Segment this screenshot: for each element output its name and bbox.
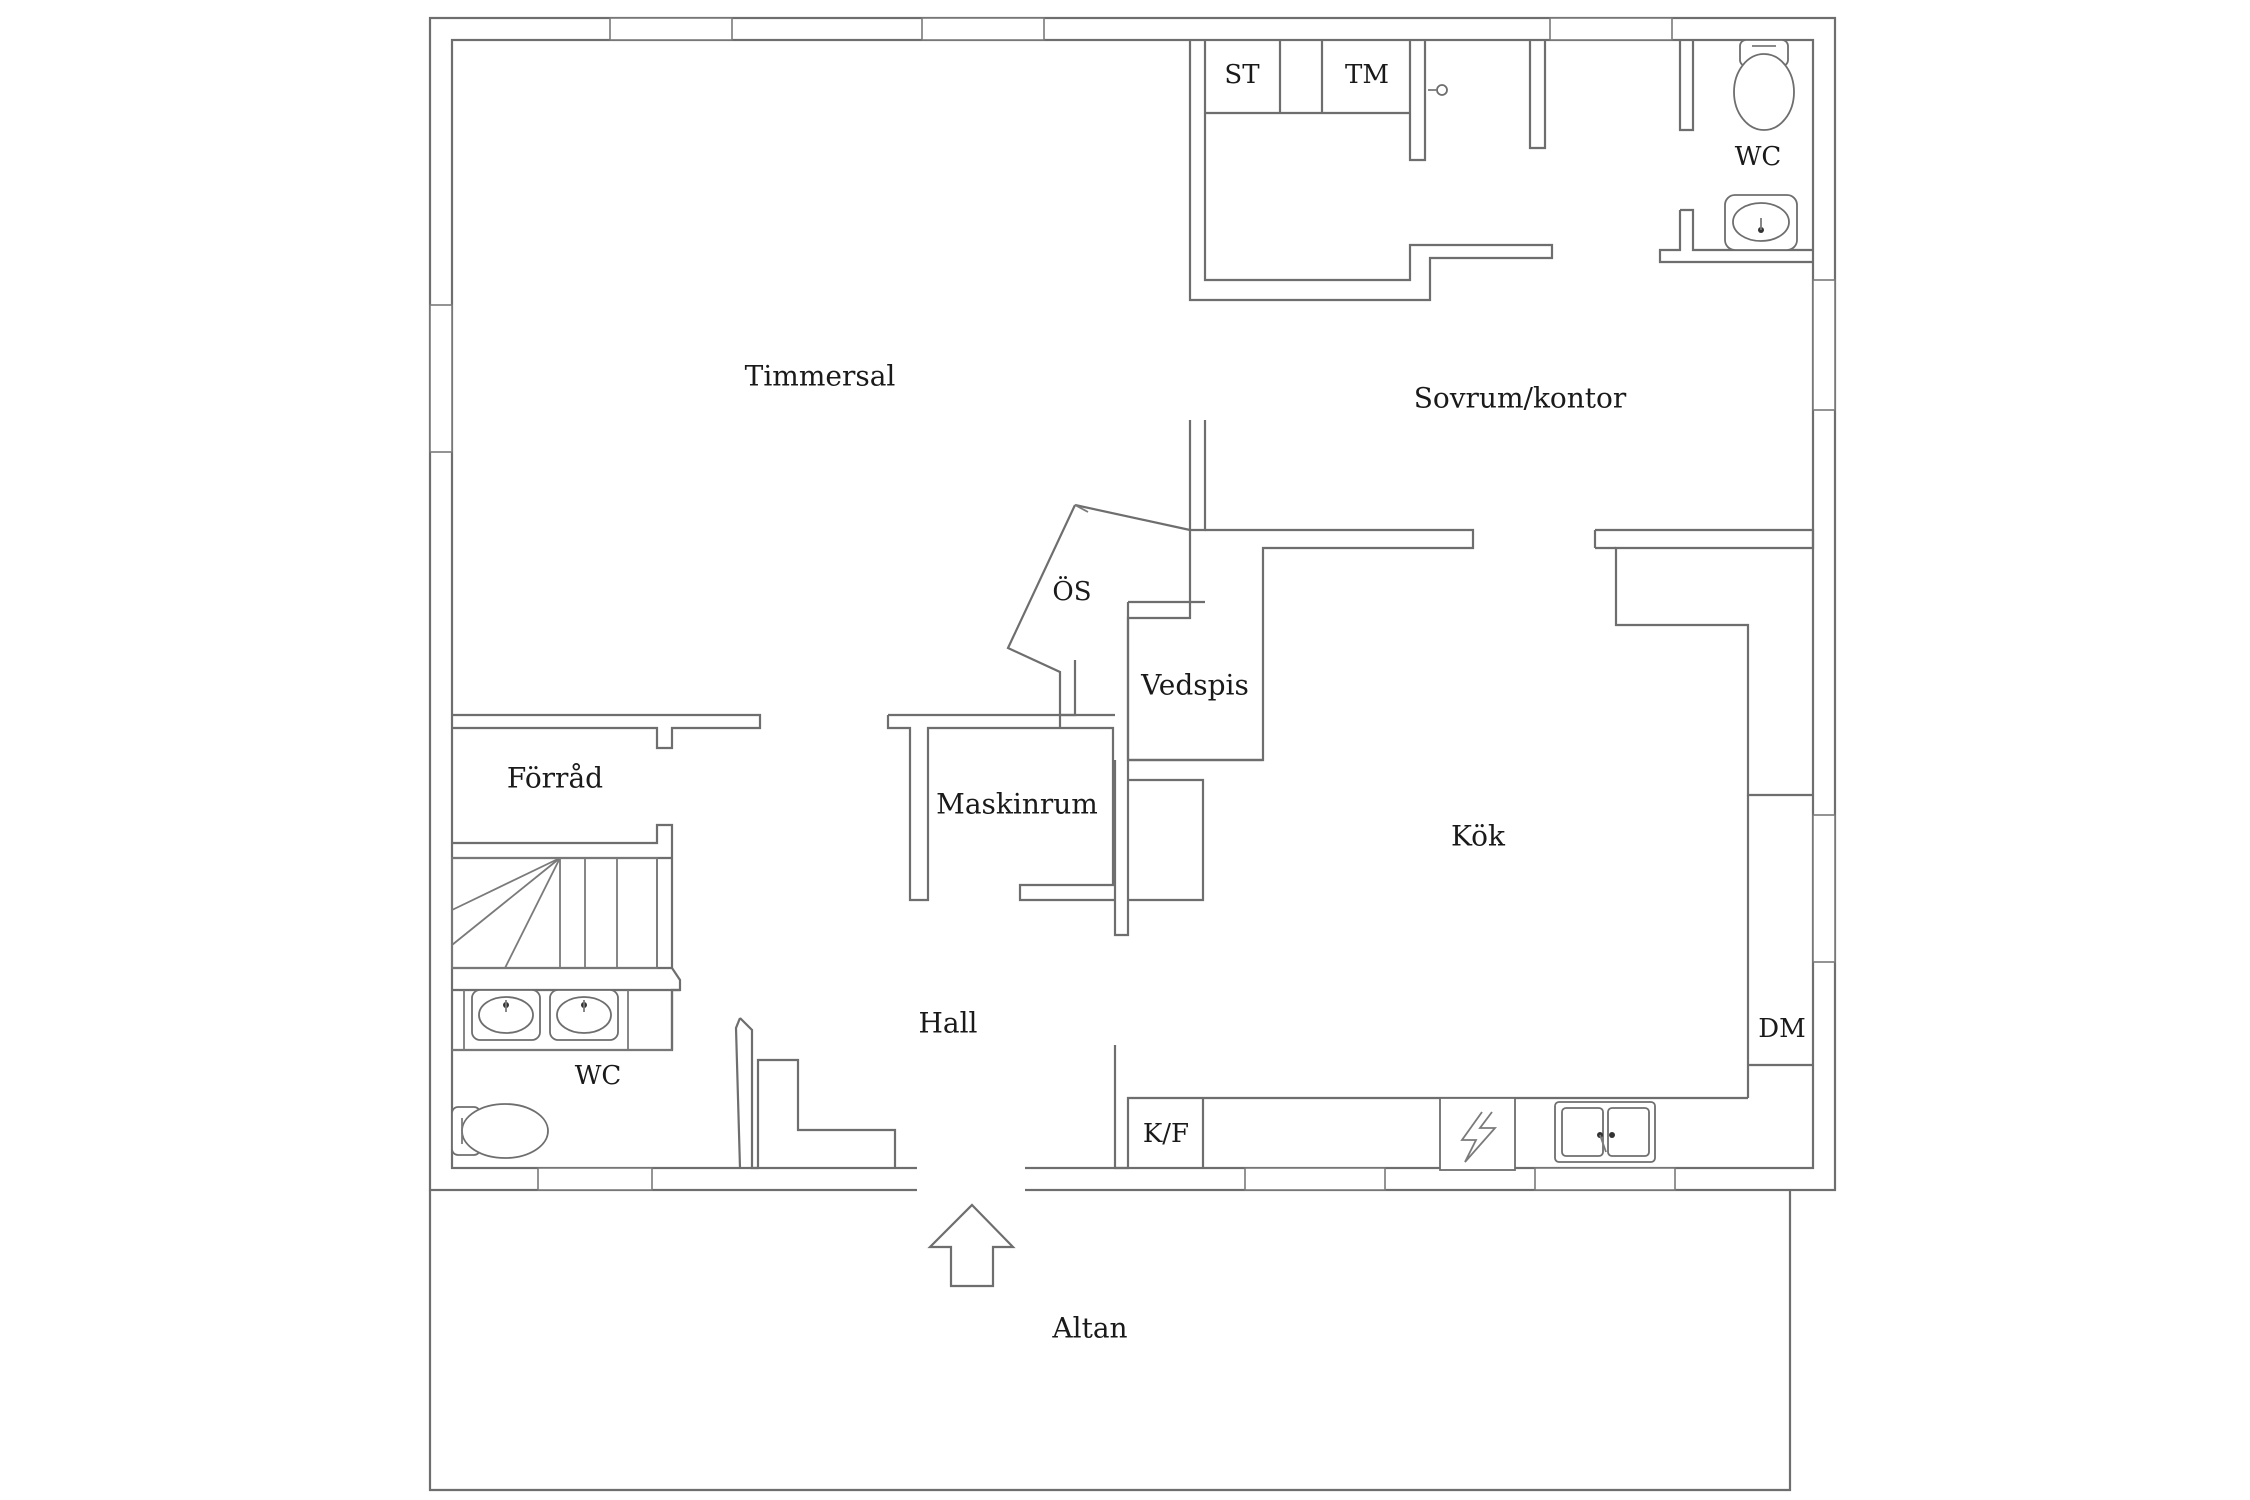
room-label-wc-upper: WC xyxy=(1735,142,1782,172)
room-label-wc-lower: WC xyxy=(575,1061,622,1091)
staircase-icon xyxy=(451,857,658,969)
entrance-arrow-icon xyxy=(927,1203,1016,1288)
room-label-os: ÖS xyxy=(1052,575,1091,607)
room-label-dm: DM xyxy=(1758,1014,1805,1044)
altan-terrace xyxy=(428,1190,1792,1492)
exterior-walls xyxy=(428,16,1837,1192)
room-label-sovrum-kontor: Sovrum/kontor xyxy=(1414,382,1627,415)
washbasin-icon xyxy=(1724,194,1798,251)
room-label-kf: K/F xyxy=(1143,1119,1189,1149)
room-label-kok: Kök xyxy=(1451,820,1506,853)
windows xyxy=(429,17,1836,1191)
kitchen-sink-icon xyxy=(1554,1101,1656,1163)
tap-icon xyxy=(1428,84,1448,96)
toilet-icon xyxy=(451,1103,549,1159)
room-label-vedspis: Vedspis xyxy=(1140,669,1249,702)
washbasin-icon xyxy=(549,989,619,1041)
toilet-icon xyxy=(1733,39,1795,131)
room-label-altan: Altan xyxy=(1051,1312,1127,1345)
room-label-forrad: Förråd xyxy=(507,762,603,795)
room-label-st: ST xyxy=(1224,60,1260,90)
room-labels: Timmersal Sovrum/kontor ST TM WC ÖS Veds… xyxy=(507,60,1806,1345)
entrance-door-opening xyxy=(917,1166,1025,1192)
interior-walls xyxy=(452,40,1815,1170)
stove-icon xyxy=(1439,1097,1516,1171)
room-label-timmersal: Timmersal xyxy=(745,360,896,393)
room-label-hall: Hall xyxy=(918,1007,977,1040)
washbasin-icon xyxy=(471,989,541,1041)
room-label-maskinrum: Maskinrum xyxy=(936,788,1098,821)
room-label-tm: TM xyxy=(1345,60,1389,90)
